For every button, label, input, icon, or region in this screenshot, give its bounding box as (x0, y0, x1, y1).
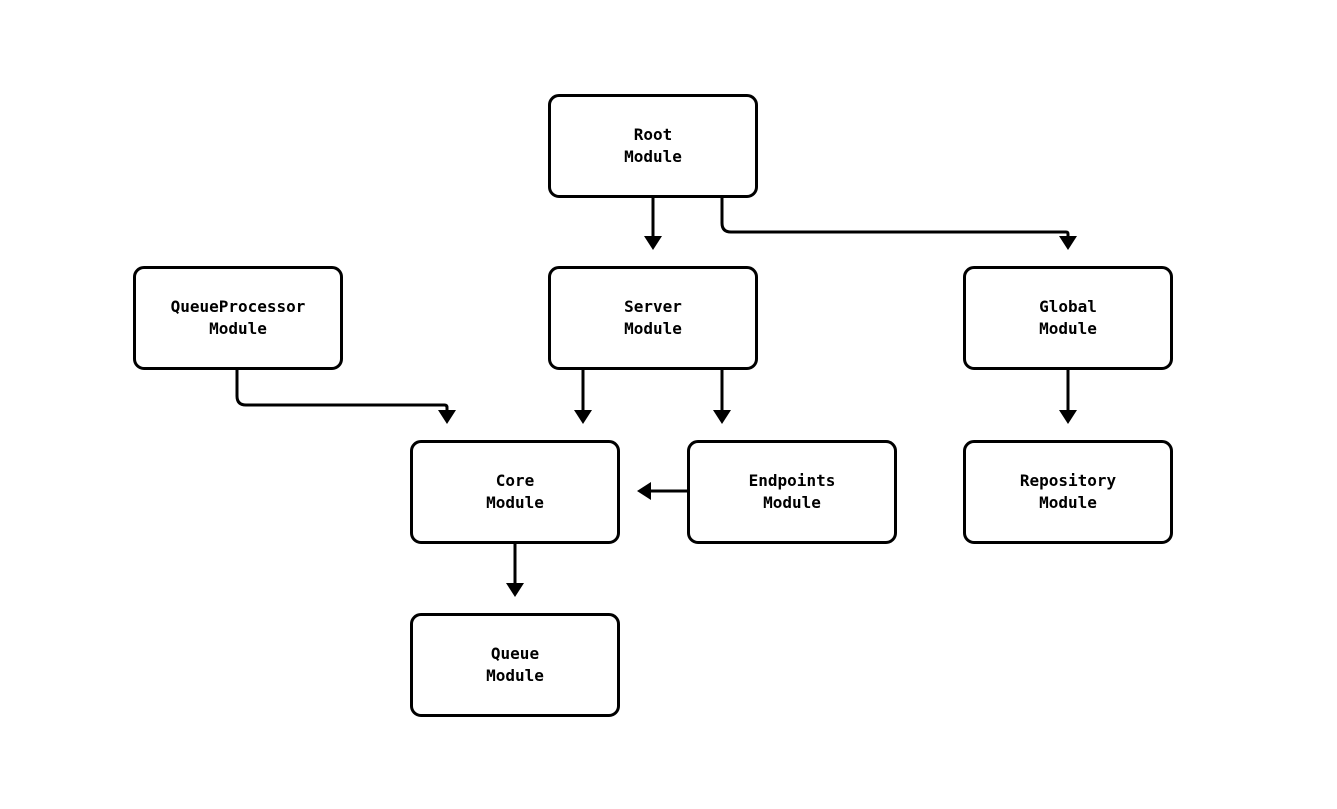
node-server[interactable]: Server Module (548, 266, 758, 370)
edge-queueprocessor-to-core (235, 370, 449, 410)
node-queue-label: Queue Module (486, 644, 544, 685)
arrowhead-root-to-server (644, 236, 662, 250)
arrowhead-root-to-global (1059, 236, 1077, 250)
node-queueprocessor[interactable]: QueueProcessor Module (133, 266, 343, 370)
arrowhead-server-to-endpoints (713, 410, 731, 424)
node-queueprocessor-label: QueueProcessor Module (170, 297, 306, 338)
node-queue[interactable]: Queue Module (410, 613, 620, 717)
edge-root-to-global (720, 198, 1070, 236)
arrowhead-global-to-repository (1059, 410, 1077, 424)
node-repository[interactable]: Repository Module (963, 440, 1173, 544)
arrowhead-server-to-core (574, 410, 592, 424)
edge-paths (235, 198, 1077, 597)
node-root[interactable]: Root Module (548, 94, 758, 198)
node-endpoints[interactable]: Endpoints Module (687, 440, 897, 544)
node-core-label: Core Module (486, 471, 544, 512)
arrowhead-queueprocessor-to-core (438, 410, 456, 424)
node-global[interactable]: Global Module (963, 266, 1173, 370)
node-global-label: Global Module (1039, 297, 1097, 338)
arrowhead-endpoints-to-core (637, 482, 651, 500)
node-root-label: Root Module (624, 125, 682, 166)
node-repository-label: Repository Module (1019, 471, 1117, 512)
node-server-label: Server Module (624, 297, 682, 338)
node-core[interactable]: Core Module (410, 440, 620, 544)
arrowhead-core-to-queue (506, 583, 524, 597)
node-endpoints-label: Endpoints Module (748, 471, 836, 512)
